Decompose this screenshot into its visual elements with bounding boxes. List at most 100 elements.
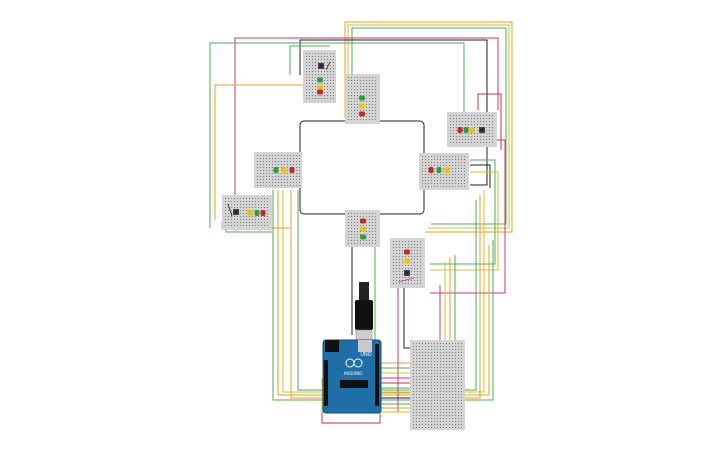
breadboard-hole <box>464 156 465 157</box>
breadboard-hole <box>431 394 432 395</box>
breadboard-hole <box>321 59 322 60</box>
breadboard-hole <box>486 136 487 137</box>
breadboard-hole <box>360 80 361 81</box>
breadboard-hole <box>263 182 264 183</box>
breadboard-hole <box>309 71 310 72</box>
breadboard-hole <box>366 110 367 111</box>
breadboard-hole <box>375 95 376 96</box>
breadboard-hole <box>458 183 459 184</box>
breadboard-hole <box>278 167 279 168</box>
breadboard-hole <box>450 142 451 143</box>
breadboard-hole <box>434 361 435 362</box>
breadboard-hole <box>420 244 421 245</box>
breadboard-hole <box>461 165 462 166</box>
breadboard-hole <box>486 118 487 119</box>
breadboard-hole <box>369 80 370 81</box>
breadboard-hole <box>360 110 361 111</box>
breadboard-hole <box>461 385 462 386</box>
breadboard-hole <box>263 161 264 162</box>
breadboard-hole <box>428 361 429 362</box>
breadboard-hole <box>449 424 450 425</box>
breadboard-hole <box>446 373 447 374</box>
breadboard-hole <box>264 219 265 220</box>
breadboard-hole <box>275 173 276 174</box>
breadboard-hole <box>443 186 444 187</box>
breadboard-hole <box>348 89 349 90</box>
breadboard-hole <box>299 182 300 183</box>
breadboard-hole <box>348 228 349 229</box>
breadboard-hole <box>428 418 429 419</box>
breadboard-hole <box>354 107 355 108</box>
breadboard-hole <box>293 173 294 174</box>
breadboard-hole <box>357 243 358 244</box>
wire-yellow <box>430 171 499 271</box>
breadboard-hole <box>461 397 462 398</box>
breadboard-hole <box>360 83 361 84</box>
breadboard-hole <box>455 397 456 398</box>
breadboard-hole <box>446 165 447 166</box>
breadboard-hole <box>296 182 297 183</box>
breadboard-hole <box>333 89 334 90</box>
breadboard-hole <box>372 243 373 244</box>
breadboard-hole <box>330 68 331 69</box>
breadboard-hole <box>431 412 432 413</box>
breadboard-hole <box>287 167 288 168</box>
breadboard-hole <box>414 256 415 257</box>
wire-black <box>470 164 491 188</box>
breadboard-hole <box>366 95 367 96</box>
breadboard-hole <box>422 406 423 407</box>
breadboard-hole <box>257 155 258 156</box>
breadboard-hole <box>261 198 262 199</box>
breadboard-hole <box>306 77 307 78</box>
breadboard-hole <box>351 83 352 84</box>
breadboard-hole <box>425 415 426 416</box>
breadboard-hole <box>324 71 325 72</box>
breadboard-hole <box>278 158 279 159</box>
breadboard-hole <box>434 376 435 377</box>
breadboard-hole <box>468 133 469 134</box>
breadboard-hole <box>440 361 441 362</box>
breadboard-hole <box>420 280 421 281</box>
breadboard-hole <box>455 403 456 404</box>
breadboard-hole <box>422 171 423 172</box>
breadboard-hole <box>461 171 462 172</box>
breadboard-hole <box>413 406 414 407</box>
breadboard-hole <box>272 176 273 177</box>
breadboard-hole <box>363 216 364 217</box>
breadboard-hole <box>296 161 297 162</box>
breadboard-hole <box>446 415 447 416</box>
breadboard-hole <box>428 165 429 166</box>
breadboard-hole <box>425 424 426 425</box>
breadboard-hole <box>234 222 235 223</box>
breadboard-hole <box>449 370 450 371</box>
breadboard-hole <box>449 415 450 416</box>
breadboard-hole <box>369 240 370 241</box>
breadboard-hole <box>351 222 352 223</box>
breadboard-hole <box>393 274 394 275</box>
breadboard-hole <box>351 113 352 114</box>
breadboard-hole <box>455 385 456 386</box>
breadboard-hole <box>452 367 453 368</box>
breadboard-hole <box>452 361 453 362</box>
breadboard-hole <box>461 349 462 350</box>
breadboard-hole <box>330 53 331 54</box>
breadboard-hole <box>413 427 414 428</box>
breadboard-hole <box>483 115 484 116</box>
breadboard-hole <box>269 170 270 171</box>
breadboard-hole <box>434 364 435 365</box>
breadboard-hole <box>290 173 291 174</box>
breadboard-hole <box>417 274 418 275</box>
breadboard-hole <box>471 142 472 143</box>
breadboard-hole <box>422 177 423 178</box>
breadboard-hole <box>257 176 258 177</box>
breadboard-hole <box>462 115 463 116</box>
breadboard-hole <box>422 361 423 362</box>
breadboard-hole <box>228 225 229 226</box>
breadboard-hole <box>455 370 456 371</box>
breadboard-hole <box>257 161 258 162</box>
breadboard-hole <box>315 53 316 54</box>
breadboard-hole <box>422 370 423 371</box>
breadboard-hole <box>246 204 247 205</box>
breadboard-hole <box>437 427 438 428</box>
